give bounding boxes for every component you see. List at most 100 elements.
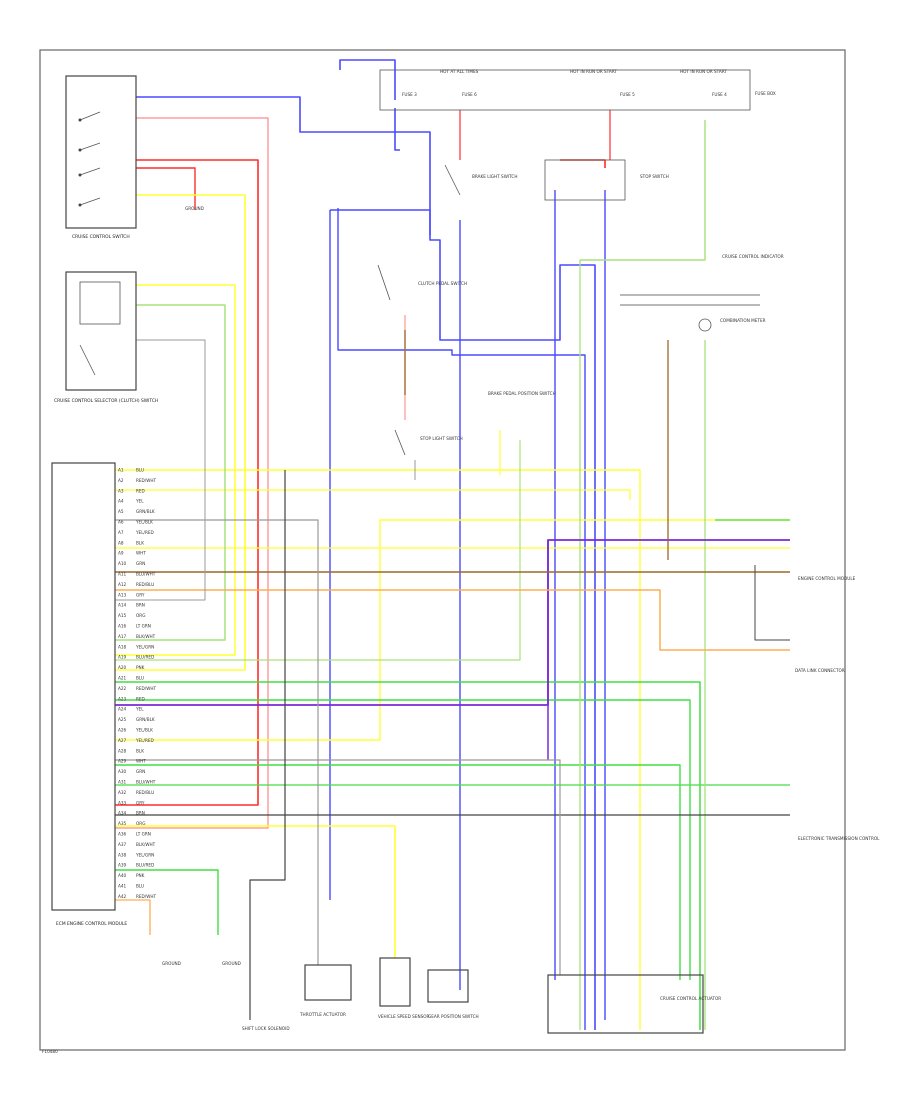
ecm-pin-wire-code: YEL/GRN: [135, 644, 154, 649]
ecm-pin-wire-code: RED: [136, 488, 145, 493]
ecm-pin-wire-code: GRY: [136, 592, 145, 597]
ecm-pin-wire-code: BLU: [136, 884, 144, 889]
wire-lgreen-2: [580, 120, 706, 261]
ecm-pin-label: A26: [118, 728, 127, 733]
ecm-pin-label: A25: [118, 717, 127, 722]
ecm-pin-label: A18: [118, 644, 127, 649]
selector-switch-label: CRUISE CONTROL SELECTOR (CLUTCH) SWITCH: [54, 398, 158, 404]
ecm-box: [51, 462, 116, 911]
ecm-pin-wire-code: YEL/RED: [135, 530, 154, 535]
fuse-box: [379, 69, 751, 111]
ecm-pin-wire-code: RED/BLU: [136, 582, 154, 587]
wire-red-2: [136, 167, 196, 210]
fuse-labels: FUSE 3 FUSE 6 FUSE 5 FUSE 4: [402, 92, 727, 97]
ecm-pin-label: A24: [118, 707, 127, 712]
ecm-pin-wire-code: BLK/WHT: [136, 842, 156, 847]
wire-lgreen-4: [115, 440, 521, 661]
ecm-pin-wire-code: ORG: [136, 821, 145, 826]
wire-yellow-5: [115, 519, 790, 741]
wire-gray-3: [115, 759, 561, 975]
ecm-pin-wire-code: RED: [136, 696, 145, 701]
ecm-pin-wire-code: BLU/WHT: [136, 780, 156, 785]
wire-yellow-4: [115, 489, 631, 500]
wire-red-3: [560, 159, 606, 168]
fuse-label-4: FUSE 4: [712, 92, 727, 97]
ecm-pin-wire-code: BLK: [136, 748, 144, 753]
eutr-label: ELECTRONIC TRANSMISSION CONTROL: [798, 836, 880, 841]
ecm-pin-label: A41: [118, 884, 127, 889]
wire-blue-3: [337, 208, 586, 1030]
indicator-label: CRUISE CONTROL INDICATOR: [722, 254, 784, 259]
cruise-switch-contacts: [78, 111, 101, 207]
wire-yellow-1: [115, 194, 246, 671]
ecm-pin-label: A7: [118, 530, 124, 535]
ground-2-label: GROUND: [222, 961, 241, 966]
ecm-pin-label: A37: [118, 842, 127, 847]
stop-switch-label: STOP SWITCH: [640, 174, 669, 179]
shift-lock-label: SHIFT LOCK SOLENOID: [242, 1026, 290, 1031]
ecm-pin-label: A5: [118, 509, 124, 514]
wire-orange-ground: [115, 899, 151, 935]
ecm-pin-label: A10: [118, 561, 127, 566]
ecm-pin-wire-code: BLU: [136, 676, 144, 681]
ecm-pin-wire-code: YEL: [135, 707, 144, 712]
ground-3-label: GROUND: [185, 206, 204, 211]
wire-blue-2: [330, 209, 431, 235]
stop-lamp-contact: [394, 429, 406, 456]
ecm-pin-label: A39: [118, 863, 127, 868]
vss-label: VEHICLE SPEED SENSOR: [378, 1014, 430, 1019]
wire-gray-1: [115, 519, 319, 965]
ecm-pin-label: A8: [118, 540, 124, 545]
wire-orange-1: [115, 589, 790, 651]
indicator-lamp-icon: [698, 318, 712, 332]
ecm-pin-label: A40: [118, 873, 127, 878]
clutch-switch-contact: [377, 264, 391, 301]
ecm-pin-wire-code: LT GRN: [136, 624, 151, 629]
ground-1-label: GROUND: [162, 961, 181, 966]
ecm-pin-label: A42: [118, 894, 127, 899]
ecm-label: ECM ENGINE CONTROL MODULE: [56, 921, 127, 927]
ecm-pin-wire-code: BLU/RED: [136, 863, 154, 868]
cruise-actuator-label: CRUISE CONTROL ACTUATOR: [660, 996, 721, 1001]
ecm-pin-label: A23: [118, 696, 127, 701]
wire-yellow-6: [115, 825, 396, 958]
selector-switch-box: [65, 271, 137, 391]
ecm-pin-wire-code: GRN: [136, 561, 145, 566]
ecm-pin-wire-code: BLK: [136, 540, 144, 545]
ecm-pin-label: A6: [118, 520, 124, 525]
ecm-pin-wire-code: RED/WHT: [136, 894, 156, 899]
ecm-pin-wire-code: YEL/GRN: [135, 852, 154, 857]
vss-box: [379, 957, 411, 1007]
ecm-pin-wire-code: BLU/WHT: [136, 572, 156, 577]
ecm-pin-label: A14: [118, 603, 127, 608]
ecm-pin-label: A4: [118, 499, 124, 504]
wire-purple-1: [115, 539, 790, 706]
ecm-pin-wire-code: WHT: [136, 551, 146, 556]
ecm-pin-label: A20: [118, 665, 127, 670]
ecm-pin-label: A30: [118, 769, 127, 774]
wire-blue-fuse: [339, 59, 400, 151]
power-label-3: HOT IN RUN OR START: [680, 69, 727, 74]
cruise-switch-label: CRUISE CONTROL SWITCH: [72, 234, 130, 240]
throttle-actuator-label: THROTTLE ACTUATOR: [299, 1012, 346, 1017]
ecm-pin-label: A12: [118, 582, 127, 587]
ecm-pin-label: A36: [118, 832, 127, 837]
throttle-actuator-box: [304, 964, 352, 1001]
ecm-pin-label: A28: [118, 748, 127, 753]
ecm-pin-label: A19: [118, 655, 127, 660]
figure-code: F10480: [42, 1049, 58, 1054]
wire-green-3: [115, 764, 681, 980]
ecm-pin-wire-code: LT GRN: [136, 832, 151, 837]
component-layer: CRUISE CONTROL SWITCH CRUISE CONTROL SEL…: [42, 69, 880, 1054]
ecm-pin-wire-code: GRN/BLK: [136, 717, 155, 722]
combination-meter-label: COMBINATION METER: [720, 318, 766, 323]
ecm-pin-wire-code: YEL: [135, 499, 144, 504]
wire-layer: [115, 59, 790, 1030]
ecm-pin-label: A15: [118, 613, 127, 618]
data-link-label: DATA LINK CONNECTOR: [795, 668, 845, 673]
ecm-pin-label: A17: [118, 634, 127, 639]
ecm-pin-label: A29: [118, 759, 127, 764]
ecm-pin-label: A31: [118, 780, 127, 785]
ecm-pin-wire-code: RED/WHT: [136, 686, 156, 691]
wire-red-1: [115, 159, 259, 806]
